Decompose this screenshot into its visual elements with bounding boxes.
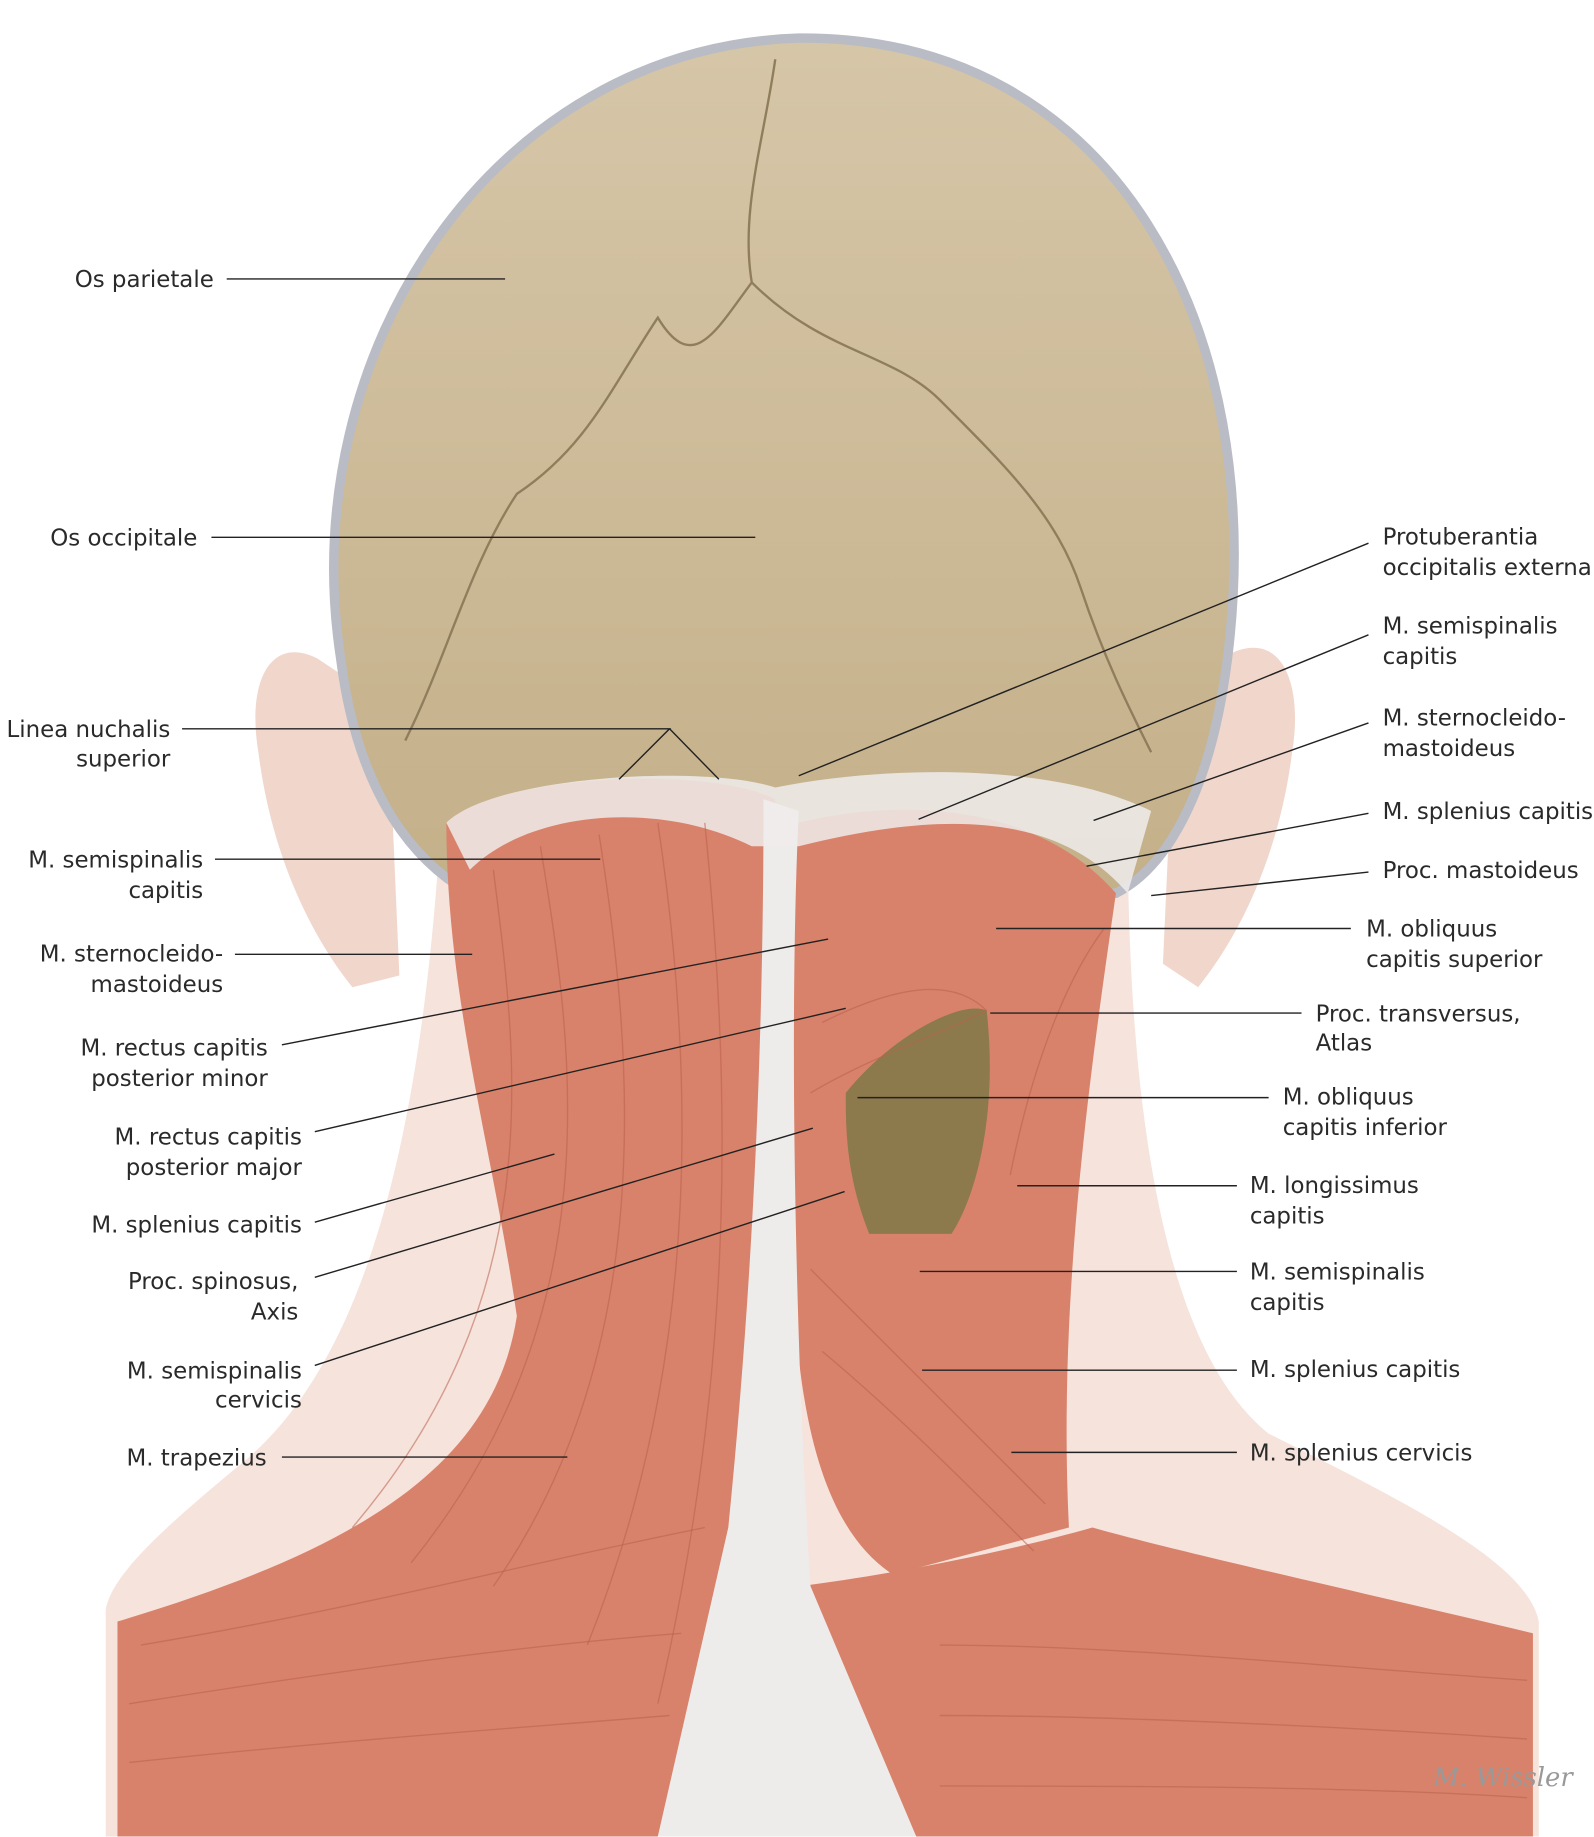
label-splenius-lower: M. splenius capitis bbox=[1250, 1357, 1461, 1383]
label-rectus-major-2: posterior major bbox=[126, 1155, 303, 1181]
label-semispinalis-cervicis: M. semispinalis bbox=[127, 1358, 302, 1384]
label-semispinalis-capitis-2: capitis bbox=[128, 878, 203, 904]
label-rectus-major: M. rectus capitis bbox=[115, 1125, 302, 1151]
label-scm-right-2: mastoideus bbox=[1383, 736, 1516, 762]
artist-signature: M. Wissler bbox=[1432, 1763, 1574, 1793]
label-proc-transversus-2: Atlas bbox=[1316, 1031, 1373, 1057]
label-obliquus-superior-2: capitis superior bbox=[1366, 947, 1543, 973]
label-semispinalis-upper-2: capitis bbox=[1383, 644, 1458, 670]
label-splenius-capitis: M. splenius capitis bbox=[91, 1213, 302, 1239]
label-obliquus-superior: M. obliquus bbox=[1366, 917, 1497, 943]
label-obliquus-inferior: M. obliquus bbox=[1283, 1085, 1414, 1111]
suture-lambdoid bbox=[404, 280, 1153, 753]
labels-right: Protuberantia occipitalis externa M. sem… bbox=[1250, 524, 1593, 1466]
label-proc-transversus: Proc. transversus, bbox=[1316, 1001, 1521, 1027]
label-os-parietale: Os parietale bbox=[75, 267, 214, 293]
nuchal-ligament bbox=[657, 799, 917, 1837]
label-semispinalis-capitis: M. semispinalis bbox=[28, 847, 203, 873]
label-semispinalis-lower: M. semispinalis bbox=[1250, 1260, 1425, 1286]
label-longissimus: M. longissimus bbox=[1250, 1173, 1419, 1199]
label-splenius-cervicis: M. splenius cervicis bbox=[1250, 1441, 1473, 1467]
label-proc-spinosus-2: Axis bbox=[251, 1300, 298, 1326]
label-rectus-minor: M. rectus capitis bbox=[80, 1035, 267, 1061]
labels-left: Os parietale Os occipitale Linea nuchali… bbox=[7, 267, 303, 1471]
label-semispinalis-lower-2: capitis bbox=[1250, 1290, 1325, 1316]
label-linea-nuchalis: Linea nuchalis bbox=[7, 717, 171, 743]
label-sternocleidomastoideus: M. sternocleido- bbox=[40, 941, 223, 967]
label-splenius-upper: M. splenius capitis bbox=[1383, 799, 1594, 825]
muscle-right-shoulder bbox=[798, 1527, 1533, 1837]
label-os-occipitale: Os occipitale bbox=[50, 526, 197, 552]
label-protuberantia-2: occipitalis externa bbox=[1383, 555, 1592, 581]
label-protuberantia: Protuberantia bbox=[1383, 524, 1539, 550]
leader-lines bbox=[182, 278, 1369, 1458]
aponeurosis-top bbox=[446, 772, 1152, 894]
label-semispinalis-cervicis-2: cervicis bbox=[215, 1388, 302, 1414]
label-semispinalis-upper: M. semispinalis bbox=[1383, 614, 1558, 640]
label-obliquus-inferior-2: capitis inferior bbox=[1283, 1115, 1448, 1141]
label-proc-spinosus: Proc. spinosus, bbox=[128, 1269, 298, 1295]
label-longissimus-2: capitis bbox=[1250, 1203, 1325, 1229]
label-rectus-minor-2: posterior minor bbox=[91, 1066, 268, 1092]
label-sternocleidomastoideus-2: mastoideus bbox=[91, 972, 224, 998]
suboccipital-triangle bbox=[845, 1008, 990, 1234]
label-proc-mastoideus: Proc. mastoideus bbox=[1383, 858, 1579, 884]
label-scm-right: M. sternocleido- bbox=[1383, 705, 1566, 731]
muscle-fibers bbox=[129, 822, 1528, 1799]
illustration: M. Wissler bbox=[105, 33, 1574, 1837]
skull bbox=[329, 33, 1239, 898]
label-linea-nuchalis-2: superior bbox=[76, 746, 171, 772]
suture-sagittal bbox=[747, 59, 777, 283]
muscle-trapezius-left bbox=[117, 778, 776, 1837]
label-trapezius: M. trapezius bbox=[127, 1445, 267, 1471]
